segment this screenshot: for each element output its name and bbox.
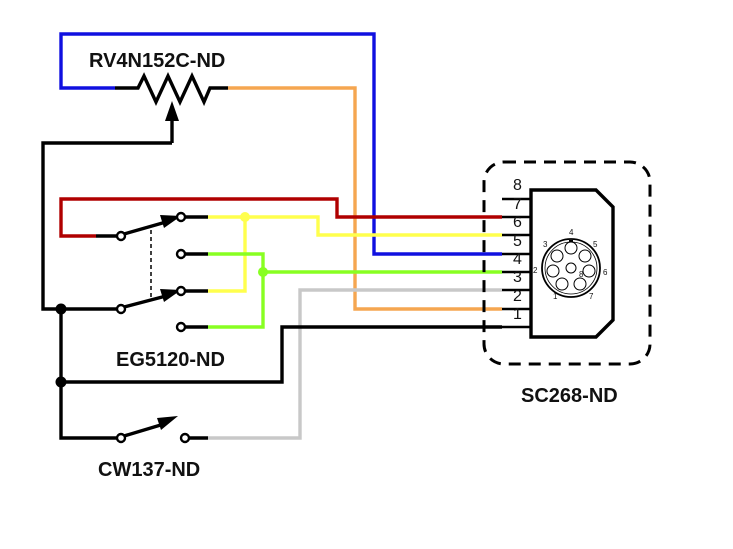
switch-dpdt-terminal-1 [175,211,187,223]
connector-face-number-5: 5 [593,240,598,249]
connector-face-number-8: 8 [579,270,584,279]
connector-pin-5: 5 [513,233,522,250]
connector-hole-4 [564,241,578,255]
potentiometer-resistor-zigzag [115,71,228,107]
connector-hole-8 [565,262,577,274]
junction-green [258,267,268,277]
switch-dpdt: EG5120-ND [96,211,225,371]
wire-blue [59,32,502,256]
connector-face-number-3: 3 [543,240,548,249]
wire-gray [208,288,502,440]
connector-pin-2: 2 [513,288,522,305]
junction-black-1 [55,303,67,315]
switch-dpdt-pivot-top [115,230,127,242]
connector-face-number-4: 4 [569,228,574,237]
switch-dpdt-blade-top [123,220,167,236]
connector-face-number-2: 2 [533,266,538,275]
junction-black-2 [55,376,67,388]
connector-hole-1 [555,277,569,291]
switch-dpdt-arrow-top [160,215,181,228]
connector-face-number-1: 1 [553,292,558,301]
switch-spst: CW137-ND [96,416,208,481]
potentiometer-label: RV4N152C-ND [89,50,225,72]
wire-red [59,197,502,238]
switch-dpdt-pivot-bottom [115,303,127,315]
wire-black-common [59,309,96,440]
connector-face-number-7: 7 [589,292,594,301]
connector-label: SC268-ND [521,385,618,407]
connector-hole-5 [578,249,592,263]
switch-dpdt-arrow-bottom [160,289,181,302]
connector-hole-2 [546,264,560,278]
wire-green [208,252,502,329]
connector-face: 1 2 3 4 5 6 7 8 [533,228,608,301]
connector-outline-dashed [482,160,652,366]
potentiometer-wiper-arrow [165,101,179,121]
wire-orange [228,86,502,311]
wire-black-connector [61,325,502,384]
switch-dpdt-terminal-3 [175,285,187,297]
switch-dpdt-blade-bottom [123,294,167,309]
connector-pin-1: 1 [513,306,522,323]
wire-black-wiper [41,141,172,311]
switch-spst-blade [123,422,165,438]
switch-dpdt-label: EG5120-ND [116,349,225,371]
switch-spst-pivot [115,432,127,444]
junction-yellow [240,212,250,222]
switch-spst-arrow [157,416,178,430]
wire-yellow [208,215,502,293]
switch-spst-terminal [179,432,191,444]
connector-hole-6 [582,264,596,278]
switch-dpdt-terminal-4 [175,321,187,333]
connector-pin-7: 7 [513,196,522,213]
connector-hole-3 [550,249,564,263]
connector-face-number-6: 6 [603,268,608,277]
connector-pin-4: 4 [513,251,522,268]
connector-pin-leads [502,197,531,329]
switch-spst-label: CW137-ND [98,459,200,481]
connector: 8 7 6 5 4 3 2 1 1 2 3 4 5 6 7 8 [482,160,652,407]
connector-pin-6: 6 [513,214,522,231]
connector-pin-8: 8 [513,177,522,194]
connector-hole-7 [573,277,587,291]
switch-dpdt-terminal-2 [175,248,187,260]
connector-pin-3: 3 [513,269,522,286]
potentiometer: RV4N152C-ND [89,50,228,143]
